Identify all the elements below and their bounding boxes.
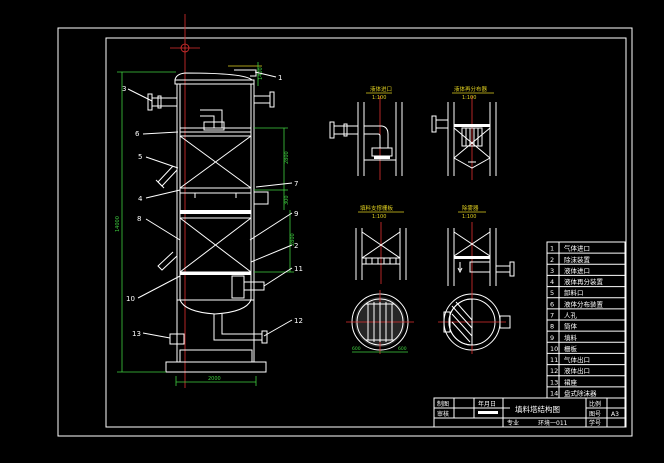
part-name: 填料 <box>564 333 578 342</box>
tb-ratio-label: 比例 <box>589 400 601 408</box>
part-name: 液体出口 <box>564 366 590 375</box>
part-name: 液体进口 <box>564 266 590 275</box>
tb-date-label: 年月日 <box>478 400 496 408</box>
part-name: 筒体 <box>564 322 578 331</box>
tb-drawn-label: 制图 <box>437 400 449 408</box>
dim-plan-right: 600 <box>398 346 407 352</box>
detail-redistributor-title: 液体再分布器 <box>454 85 488 93</box>
detail-mist-eliminator-title: 除雾器 <box>462 204 479 212</box>
callout-9: 9 <box>294 210 298 218</box>
tb-checked-label: 审核 <box>437 410 449 418</box>
part-number: 10 <box>550 345 558 353</box>
tb-sheet-label: 图号 <box>589 411 601 418</box>
detail-liquid-redistributor <box>431 96 497 180</box>
part-name: 栅板 <box>564 344 578 353</box>
detail-redistributor-scale: 1:100 <box>462 95 476 101</box>
callout-leaders <box>127 71 293 339</box>
callout-3: 3 <box>122 85 126 93</box>
part-name: 除沫装置 <box>564 255 591 264</box>
part-name: 人孔 <box>564 312 578 320</box>
part-number: 13 <box>550 378 558 386</box>
dim-base: 2000 <box>208 376 221 382</box>
outer-border <box>57 27 633 437</box>
detail-mist-eliminator-scale: 1:100 <box>462 214 476 220</box>
part-name: 液体分布装置 <box>564 299 604 308</box>
tb-sheet-value: A3 <box>611 411 619 418</box>
dimension-lines <box>117 62 294 386</box>
callout-2: 2 <box>294 242 298 250</box>
title-block <box>433 397 626 428</box>
dim-total-height: 14000 <box>115 216 121 232</box>
dim-section-c: 2800 <box>290 233 296 246</box>
part-number: 9 <box>550 334 554 342</box>
callout-12: 12 <box>294 317 303 325</box>
detail-mist-eliminator <box>447 222 515 290</box>
detail-support-grid-scale: 1:100 <box>372 214 386 220</box>
detail-liquid-inlet-title: 液体进口 <box>370 85 392 93</box>
callout-1: 1 <box>278 74 282 82</box>
dim-gap: 300 <box>284 195 290 205</box>
tower-elevation <box>147 14 275 388</box>
part-name: 液体再分装置 <box>564 277 604 286</box>
callout-8: 8 <box>137 215 141 223</box>
part-number: 2 <box>550 256 554 264</box>
dim-section-a: 2800 <box>284 151 290 164</box>
part-number: 5 <box>550 289 554 297</box>
part-number: 12 <box>550 367 558 375</box>
detail-support-grid <box>355 222 407 284</box>
detail-liquid-inlet-scale: 1:100 <box>372 95 386 101</box>
part-number: 1 <box>550 245 554 253</box>
part-name: 裙座 <box>564 377 578 386</box>
part-name: 卸料口 <box>564 288 584 297</box>
dim-plan-left: 600 <box>352 346 361 352</box>
tb-student-label: 学号 <box>589 419 601 427</box>
tb-major-value: 环境一011 <box>538 419 568 427</box>
plan-view-grid <box>346 290 414 354</box>
detail-support-grid-title: 填料支撑栅板 <box>360 204 394 212</box>
part-number: 7 <box>550 312 554 320</box>
part-number: 6 <box>550 300 554 308</box>
part-number: 11 <box>550 356 558 364</box>
callout-11: 11 <box>294 265 303 273</box>
inner-border <box>105 37 627 428</box>
callout-7: 7 <box>294 180 298 188</box>
detail-liquid-inlet <box>329 96 403 180</box>
callout-6: 6 <box>135 130 140 138</box>
part-name: 盘式除沫器 <box>564 389 597 398</box>
tb-title: 填料塔结构图 <box>515 404 560 414</box>
callout-13: 13 <box>132 330 141 338</box>
part-name: 气体进口 <box>564 244 590 253</box>
plan-view-eliminator <box>438 290 511 354</box>
part-number: 14 <box>550 390 558 398</box>
callout-10: 10 <box>126 295 135 303</box>
callout-5: 5 <box>138 153 142 161</box>
part-name: 气体出口 <box>564 355 590 364</box>
part-number: 4 <box>550 278 554 286</box>
part-number: 3 <box>550 267 554 275</box>
parts-list-rows: 1 气体进口 2 除沫装置 3 液体进口 4 液体再分装置 5 卸料口 6 液体分布装置 7 人孔 8 筒体 9… <box>547 244 625 398</box>
tb-major-label: 专业 <box>507 419 519 427</box>
callout-4: 4 <box>138 195 143 203</box>
part-number: 8 <box>550 323 554 331</box>
